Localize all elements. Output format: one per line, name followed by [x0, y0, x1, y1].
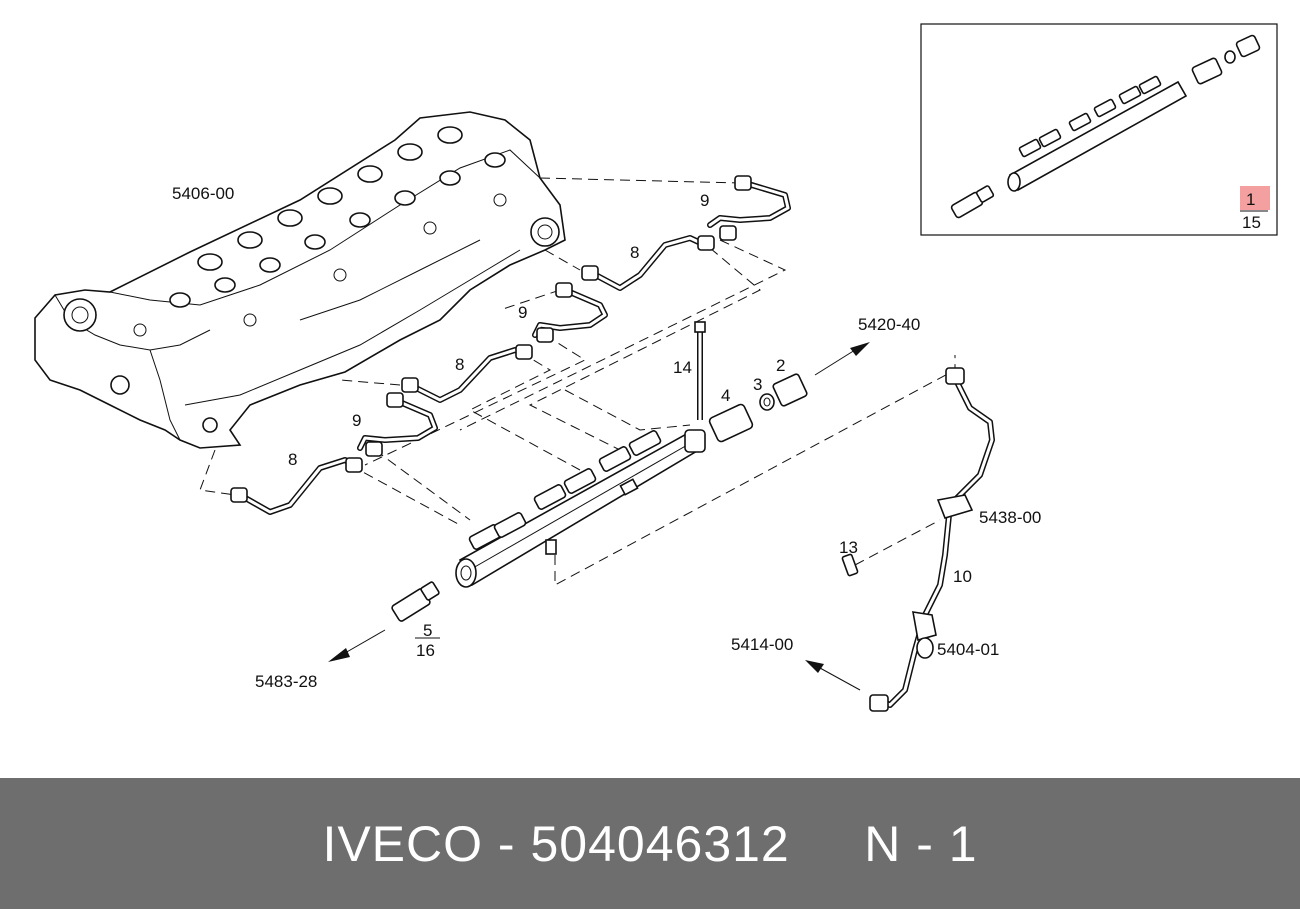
label-5406-00: 5406-00	[172, 184, 234, 203]
separator: -	[483, 815, 531, 872]
brand-name: IVECO	[322, 815, 484, 872]
inset-box	[920, 23, 1278, 236]
label-5483-28: 5483-28	[255, 672, 317, 691]
label-part-8: 8	[455, 355, 464, 374]
label-part-9: 9	[352, 411, 361, 430]
footer-caption: IVECO - 504046312 N - 1	[322, 815, 977, 873]
label-part-3: 3	[753, 375, 762, 394]
return-pipe	[805, 367, 995, 712]
label-part-5: 5	[423, 621, 432, 640]
callout-labels: 5406-00 9 8 9 8 9 8 14 4 3 2 5420-40 543…	[172, 184, 1261, 691]
label-part-8: 8	[288, 450, 297, 469]
label-part-16: 16	[416, 641, 435, 660]
rail-fittings	[694, 321, 870, 443]
label-5414-00: 5414-00	[731, 635, 793, 654]
label-part-9: 9	[700, 191, 709, 210]
inset-label-denominator: 15	[1242, 213, 1261, 232]
diagram-position: N - 1	[789, 815, 978, 872]
cylinder-head	[34, 111, 566, 449]
leader-lines	[199, 177, 956, 586]
part-number: 504046312	[530, 815, 790, 872]
label-5420-40: 5420-40	[858, 315, 920, 334]
label-part-4: 4	[721, 386, 730, 405]
fuel-rail	[455, 429, 706, 588]
label-part-2: 2	[776, 356, 785, 375]
footer-banner: IVECO - 504046312 N - 1	[0, 778, 1300, 909]
injector-pipes	[230, 175, 791, 515]
label-part-13: 13	[839, 538, 858, 557]
label-part-9: 9	[518, 303, 527, 322]
label-5438-00: 5438-00	[979, 508, 1041, 527]
pressure-sensor	[328, 581, 440, 662]
inset-label-numerator: 1	[1246, 190, 1255, 209]
parts-diagram: 5406-00 9 8 9 8 9 8 14 4 3 2 5420-40 543…	[34, 23, 1278, 712]
label-part-14: 14	[673, 358, 692, 377]
label-part-10: 10	[953, 567, 972, 586]
label-5404-01: 5404-01	[937, 640, 999, 659]
label-part-8: 8	[630, 243, 639, 262]
